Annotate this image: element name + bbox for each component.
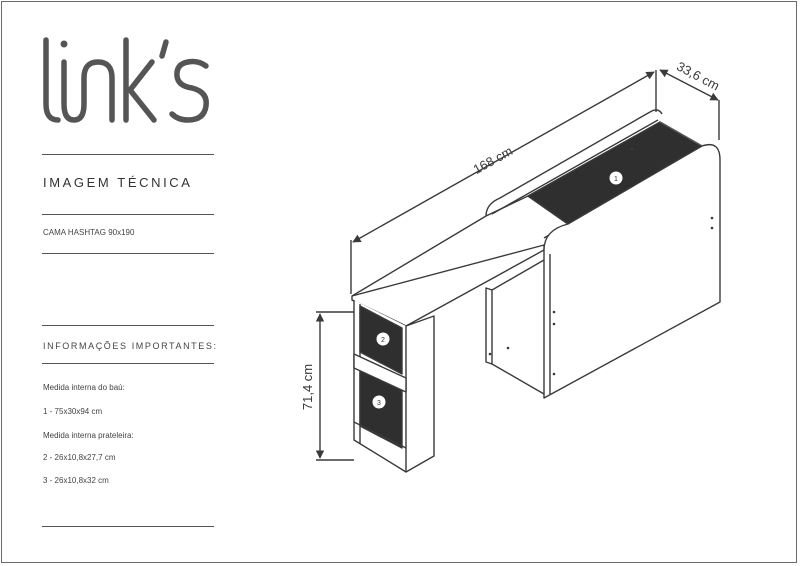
divider	[42, 214, 214, 215]
shelf-measure-item-2: 2 - 26x10,8x27,7 cm	[43, 453, 116, 462]
product-name: CAMA HASHTAG 90x190	[43, 228, 135, 237]
page-title: IMAGEM TÉCNICA	[43, 175, 193, 190]
marker-1-label: 1	[614, 176, 618, 183]
marker-2: 2	[376, 332, 390, 346]
marker-3-label: 3	[377, 400, 381, 407]
divider	[42, 363, 214, 364]
bed-technical-drawing: 1 2 3 168 cm 33,6 cm 71,4 cm	[300, 59, 722, 473]
divider	[42, 325, 214, 326]
divider	[42, 253, 214, 254]
shelf-measure-item-3: 3 - 26x10,8x32 cm	[43, 476, 109, 485]
divider	[42, 526, 214, 527]
marker-1: 1	[609, 171, 623, 185]
shelf-measure-label: Medida interna prateleira:	[43, 431, 134, 440]
depth-dimension: 33,6 cm	[674, 59, 722, 94]
marker-3: 3	[372, 395, 386, 409]
divider	[42, 154, 214, 155]
length-dimension: 168 cm	[471, 143, 516, 177]
links-logo	[43, 37, 209, 123]
height-dimension: 71,4 cm	[300, 364, 315, 410]
chest-measure-item: 1 - 75x30x94 cm	[43, 407, 103, 416]
info-heading: INFORMAÇÕES IMPORTANTES:	[43, 341, 218, 351]
marker-2-label: 2	[381, 337, 385, 344]
chest-measure-label: Medida interna do baú:	[43, 383, 125, 392]
